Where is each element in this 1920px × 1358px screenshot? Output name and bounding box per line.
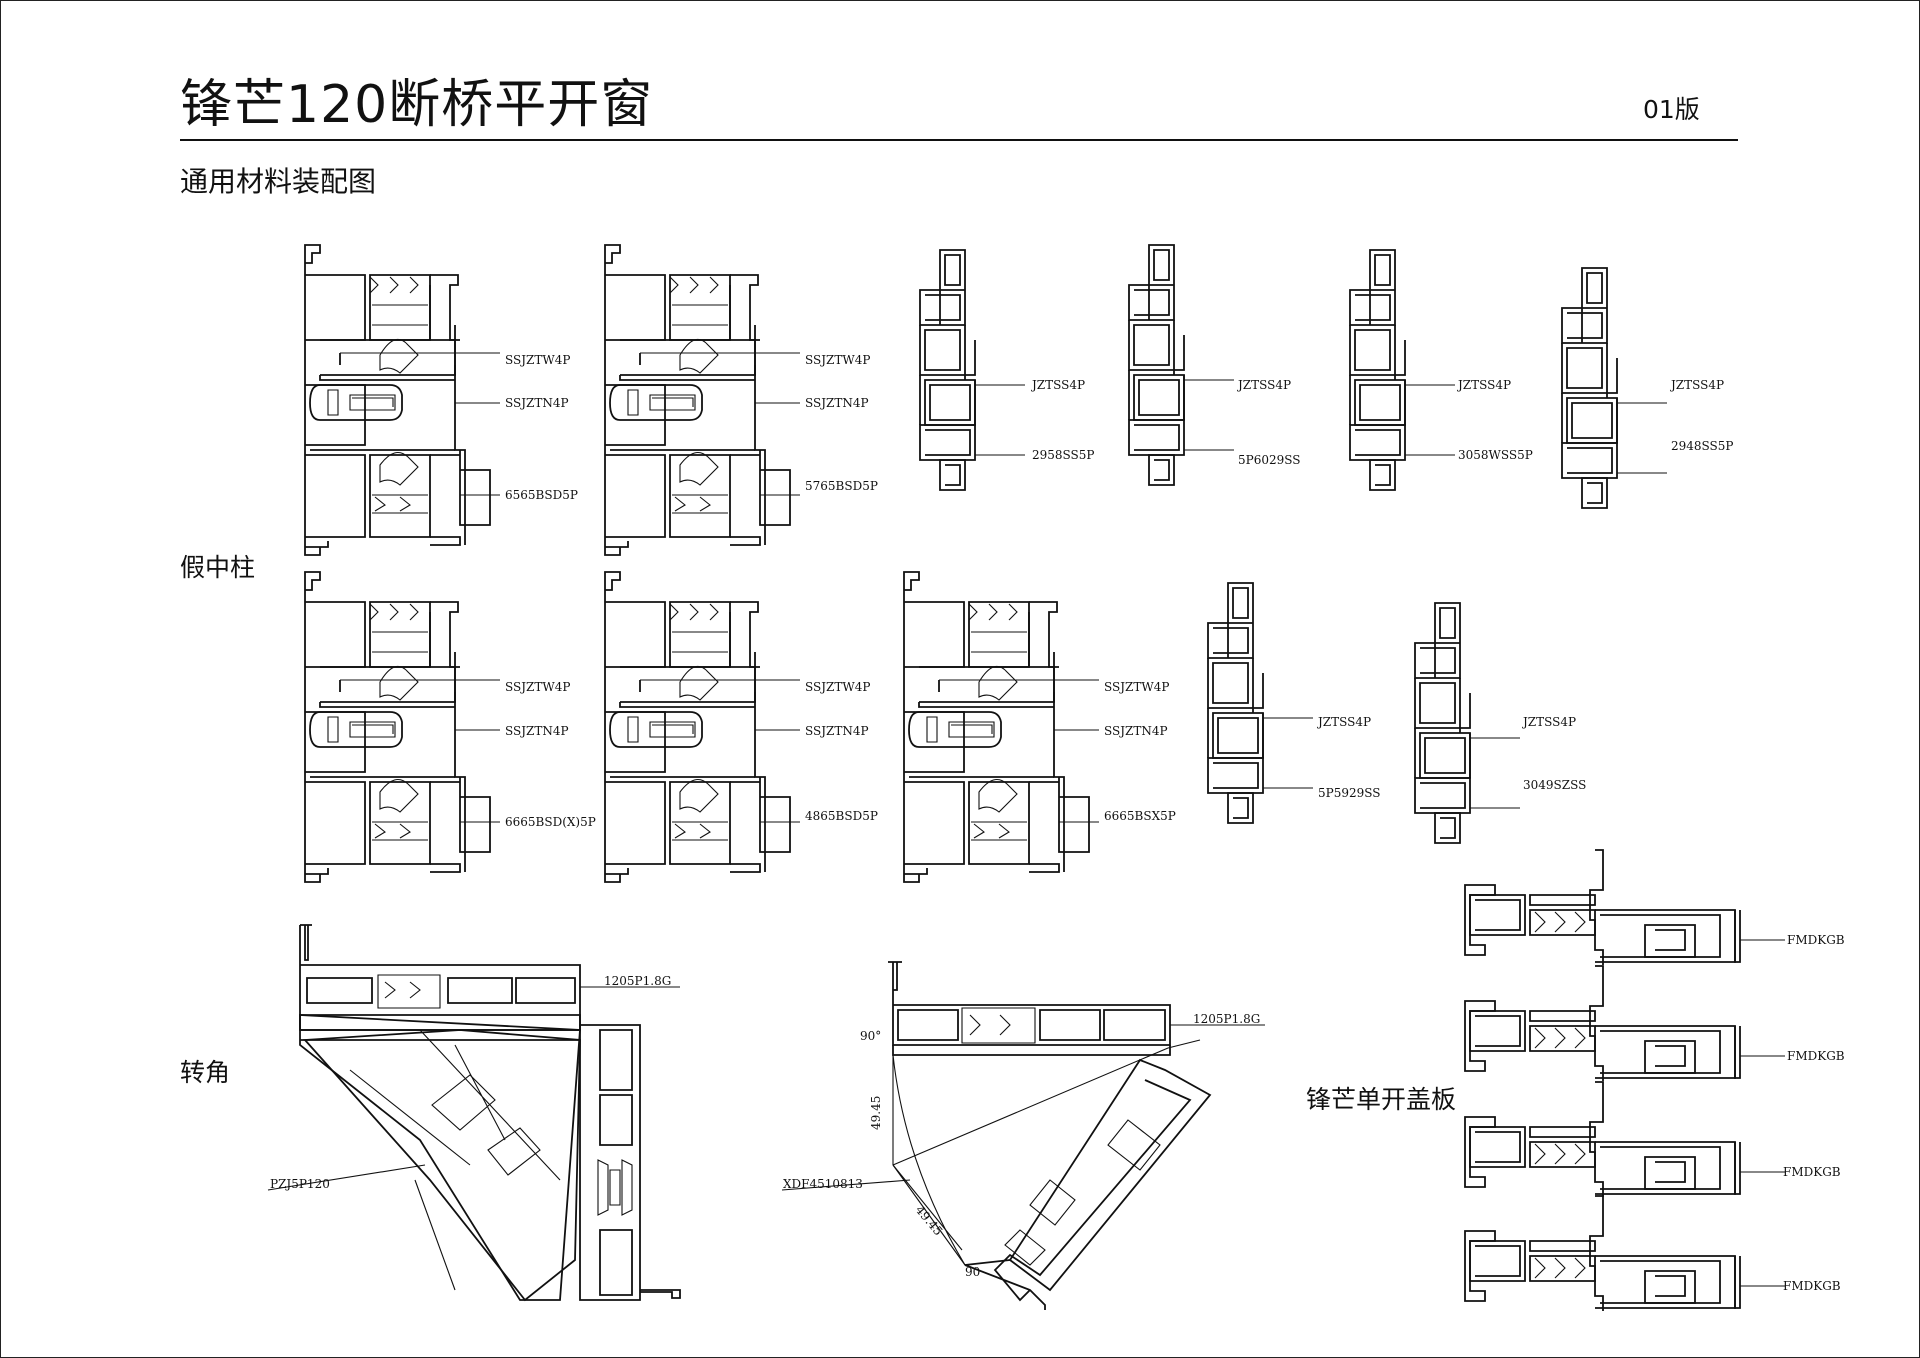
corner2-construction-lines [892, 1039, 1201, 1251]
cover-plate-1: FMDKGB [1464, 849, 1845, 965]
profile-6565BSD5P: SSJZTW4P SSJZTN4P 6565BSD5P [304, 244, 578, 556]
label-5765bsd5p: 5765BSD5P [805, 479, 878, 493]
title-rule [180, 139, 1738, 141]
profile-2958SS5P: JZTSS4P 2958SS5P [919, 249, 1094, 491]
label-3049szss: 3049SZSS [1523, 778, 1586, 792]
corner1-wedge-inner [303, 1029, 581, 1302]
section-label-mullion: 假中柱 [180, 553, 256, 582]
label-jztss4p: JZTSS4P [1456, 378, 1511, 392]
profile-3058WSS5P: JZTSS4P 3058WSS5P [1349, 249, 1533, 491]
label-fmdkgb: FMDKGB [1783, 1165, 1841, 1179]
label-3058wss5p: 3058WSS5P [1458, 448, 1533, 462]
profile-6665BSD-X-5P: SSJZTW4P SSJZTN4P 6665BSD(X)5P [304, 571, 596, 883]
label-dim-4945-vertical: 49.45 [869, 1096, 883, 1130]
label-jztss4p: JZTSS4P [1316, 715, 1371, 729]
edition-label: 01版 [1643, 95, 1700, 124]
label-5p6029ss: 5P6029SS [1238, 453, 1300, 467]
label-jztss4p: JZTSS4P [1030, 378, 1085, 392]
profile-4865BSD5P: SSJZTW4P SSJZTN4P 4865BSD5P [604, 571, 878, 883]
label-ssjztw4p: SSJZTW4P [805, 353, 870, 367]
corner1-break-strips [431, 1074, 541, 1176]
label-90: 90 [965, 1265, 980, 1279]
corner2-wedge-inner [993, 1079, 1192, 1302]
label-ssjztn4p: SSJZTN4P [1104, 724, 1168, 738]
corner2-arc [892, 1054, 966, 1266]
cover-plate-4: FMDKGB [1464, 1195, 1841, 1311]
label-90-degree: 90° [860, 1029, 881, 1043]
corner1-mullion [579, 1024, 641, 1301]
corner1-wedge-webs [349, 1029, 561, 1291]
corner2-leader-xdf [781, 1179, 911, 1191]
corner2-frame-outline [888, 961, 1171, 1046]
label-1205p18g: 1205P1.8G [1193, 1012, 1260, 1026]
cover-plate-2: FMDKGB [1464, 965, 1845, 1081]
profile-3049SZSS: JZTSS4P 3049SZSS [1414, 602, 1586, 844]
profile-5P6029SS: JZTSS4P 5P6029SS [1128, 244, 1300, 486]
label-ssjztn4p: SSJZTN4P [505, 396, 569, 410]
corner1-frame-outline [299, 924, 581, 1031]
label-xdf4510813: XDF4510813 [783, 1177, 863, 1191]
profile-5765BSD5P: SSJZTW4P SSJZTN4P 5765BSD5P [604, 244, 878, 556]
label-fmdkgb: FMDKGB [1787, 1049, 1845, 1063]
cover-plate-3: FMDKGB [1464, 1081, 1841, 1197]
corner-detail-1: 1205P1.8G PZJ5P120 [267, 924, 681, 1302]
corner2-thermal-break [961, 1007, 1036, 1044]
corner1-wedge-outline [299, 1014, 581, 1301]
label-ssjztw4p: SSJZTW4P [505, 353, 570, 367]
corner2-break-strips [1004, 1119, 1161, 1266]
label-6665bsdx5p: 6665BSD(X)5P [505, 815, 596, 829]
label-6665bsx5p: 6665BSX5P [1104, 809, 1176, 823]
label-2958ss5p: 2958SS5P [1032, 448, 1094, 462]
page-subtitle: 通用材料装配图 [180, 165, 377, 198]
label-ssjztw4p: SSJZTW4P [805, 680, 870, 694]
corner1-thermal-break [377, 974, 441, 1009]
label-5p5929ss: 5P5929SS [1318, 786, 1380, 800]
label-4865bsd5p: 4865BSD5P [805, 809, 878, 823]
label-1205p18g: 1205P1.8G [604, 974, 671, 988]
section-label-cover: 锋芒单开盖板 [1306, 1085, 1457, 1114]
label-jztss4p: JZTSS4P [1236, 378, 1291, 392]
label-6565bsd5p: 6565BSD5P [505, 488, 578, 502]
label-jztss4p: JZTSS4P [1669, 378, 1724, 392]
profile-6665BSX5P: SSJZTW4P SSJZTN4P 6665BSX5P [903, 571, 1176, 883]
label-jztss4p: JZTSS4P [1521, 715, 1576, 729]
corner1-leader-pzj [267, 1164, 426, 1191]
corner1-frame-chambers [306, 977, 576, 1004]
corner1-mullion-break [597, 1159, 633, 1216]
corner2-frame-chambers [897, 1009, 1166, 1041]
label-ssjztw4p: SSJZTW4P [505, 680, 570, 694]
label-pzj5p120: PZJ5P120 [270, 1177, 330, 1191]
section-label-corner: 转角 [180, 1058, 231, 1087]
page-title: 锋芒120断桥平开窗 [180, 75, 654, 135]
corner2-wedge-outline [1008, 1058, 1212, 1292]
label-ssjztn4p: SSJZTN4P [505, 724, 569, 738]
corner1-hook [640, 1289, 681, 1299]
label-2948ss5p: 2948SS5P [1671, 439, 1733, 453]
label-fmdkgb: FMDKGB [1783, 1279, 1841, 1293]
label-ssjztn4p: SSJZTN4P [805, 724, 869, 738]
label-fmdkgb: FMDKGB [1787, 933, 1845, 947]
corner-detail-2: 1205P1.8G XDF4510813 90° 49.45 49.45 90 [781, 961, 1265, 1310]
corner2-dimension-lines [892, 1055, 966, 1266]
label-ssjztn4p: SSJZTN4P [805, 396, 869, 410]
corner2-sash-rail [892, 1045, 1171, 1056]
profile-5P5929SS: JZTSS4P 5P5929SS [1207, 582, 1380, 824]
profile-2948SS5P: JZTSS4P 2948SS5P [1561, 267, 1733, 509]
corner2-hook [964, 1259, 1046, 1310]
label-ssjztw4p: SSJZTW4P [1104, 680, 1169, 694]
